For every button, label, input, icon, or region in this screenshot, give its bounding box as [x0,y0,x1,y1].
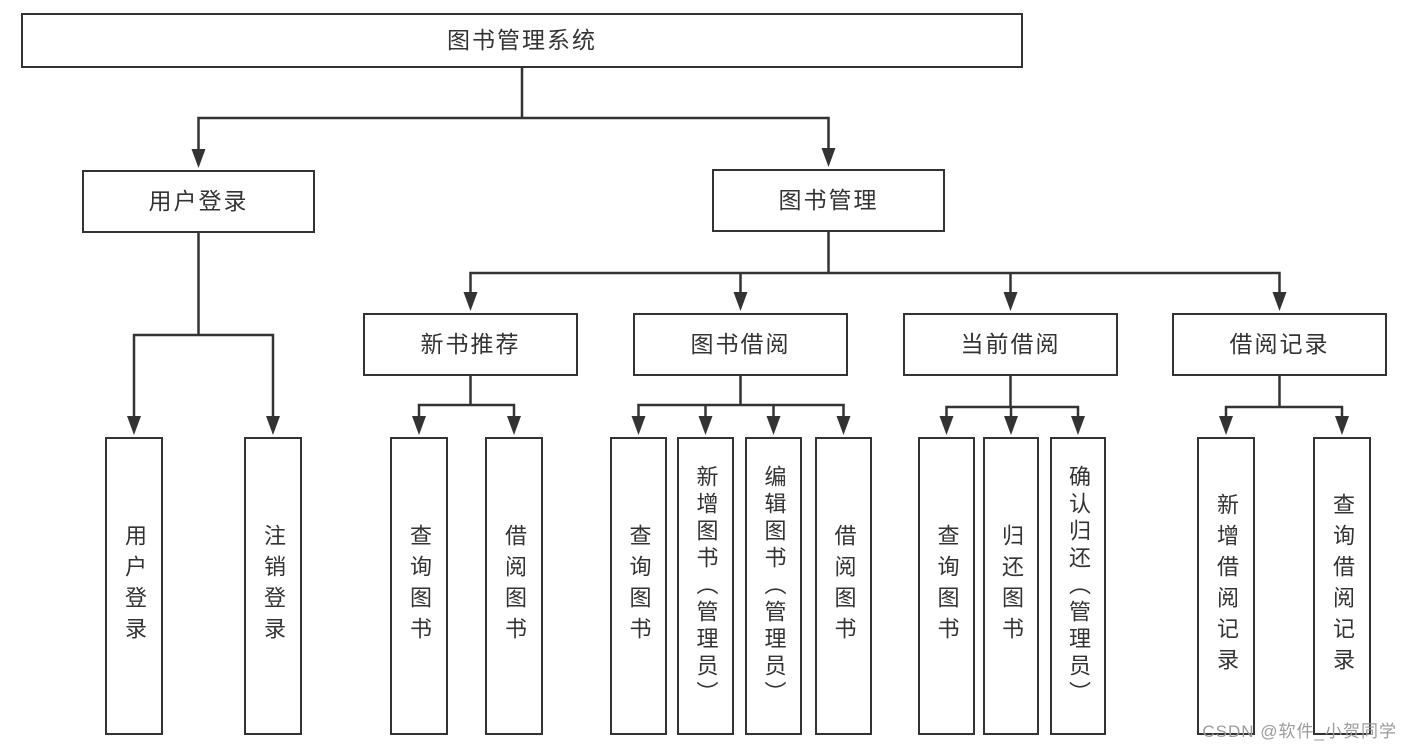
node-label: 注销登录 [261,524,286,648]
node-label: 当前借阅 [960,331,1061,357]
edge-group-user-login [127,233,280,435]
edge-group-current-borrow [939,376,1085,435]
diagram-node-leaf-bb-add: 新增图书（管理员） [677,437,734,735]
arrow-down-icon [463,292,478,311]
watermark-text: CSDN @软件_小贺同学 [1202,722,1397,741]
node-label: 归还图书 [999,524,1024,648]
node-label: 图书管理 [778,187,879,213]
node-label: 用户登录 [148,188,249,214]
node-label: 查询借阅记录 [1330,493,1355,679]
diagram-node-current-borrow: 当前借阅 [903,313,1118,376]
node-label: 用户登录 [122,524,147,648]
arrow-down-icon [1335,416,1349,435]
diagram-node-leaf-bb-query: 查询图书 [610,437,667,735]
arrow-down-icon [821,148,836,167]
node-label: 查询图书 [934,524,960,648]
arrow-down-icon [191,149,206,168]
arrow-down-icon [939,416,954,435]
arrow-down-icon [1003,292,1018,311]
node-label: 查询图书 [626,524,652,648]
arrow-down-icon [766,416,781,435]
diagram-node-leaf-cb-query: 查询图书 [918,437,975,735]
diagram-node-leaf-nbr-borrow: 借阅图书 [485,437,543,735]
diagram-node-leaf-cb-confirm: 确认归还（管理员） [1050,437,1106,735]
node-label: 图书管理系统 [447,27,597,53]
arrow-down-icon [266,416,280,435]
edge-group-borrow-records [1219,376,1349,435]
node-label: 查询图书 [407,524,432,648]
diagram-node-leaf-br-query: 查询借阅记录 [1313,437,1371,735]
edge-group-book-borrow [631,376,851,435]
arrow-down-icon [1071,416,1085,435]
diagram-node-new-book-rec: 新书推荐 [363,313,578,376]
arrow-down-icon [836,416,851,435]
diagram-node-leaf-logout: 注销登录 [244,437,302,735]
arrow-down-icon [1272,292,1287,311]
diagram-node-leaf-nbr-query: 查询图书 [390,437,448,735]
edge-group-book-mgmt [463,232,1287,311]
arrow-down-icon [507,416,521,435]
diagram-node-user-login: 用户登录 [82,170,315,233]
arrow-down-icon [127,416,141,435]
node-label: 编辑图书（管理员） [761,464,787,708]
diagram-node-book-borrow: 图书借阅 [633,313,848,376]
arrow-down-icon [733,292,748,311]
arrow-down-icon [412,416,426,435]
node-label: 借阅图书 [502,524,527,648]
node-label: 新增借阅记录 [1214,493,1239,679]
arrow-down-icon [1219,416,1233,435]
diagram-node-leaf-bb-edit: 编辑图书（管理员） [745,437,802,735]
diagram-node-leaf-br-add: 新增借阅记录 [1197,437,1255,735]
node-label: 借阅图书 [831,524,857,648]
diagram-node-book-mgmt: 图书管理 [712,169,945,232]
diagram-node-leaf-cb-return: 归还图书 [983,437,1039,735]
arrow-down-icon [1004,416,1018,435]
diagram-node-leaf-bb-borrow: 借阅图书 [815,437,872,735]
node-label: 新增图书（管理员） [693,464,719,708]
arrow-down-icon [631,416,646,435]
diagram-node-leaf-user-login: 用户登录 [105,437,163,735]
edge-group-root [191,68,836,168]
node-label: 图书借阅 [690,331,791,357]
node-label: 确认归还（管理员） [1066,464,1091,708]
node-label: 借阅记录 [1229,331,1330,357]
diagram-node-borrow-records: 借阅记录 [1172,313,1387,376]
edge-group-new-book-rec [412,376,521,435]
node-label: 新书推荐 [420,331,521,357]
arrow-down-icon [698,416,713,435]
diagram-node-root: 图书管理系统 [21,13,1023,68]
